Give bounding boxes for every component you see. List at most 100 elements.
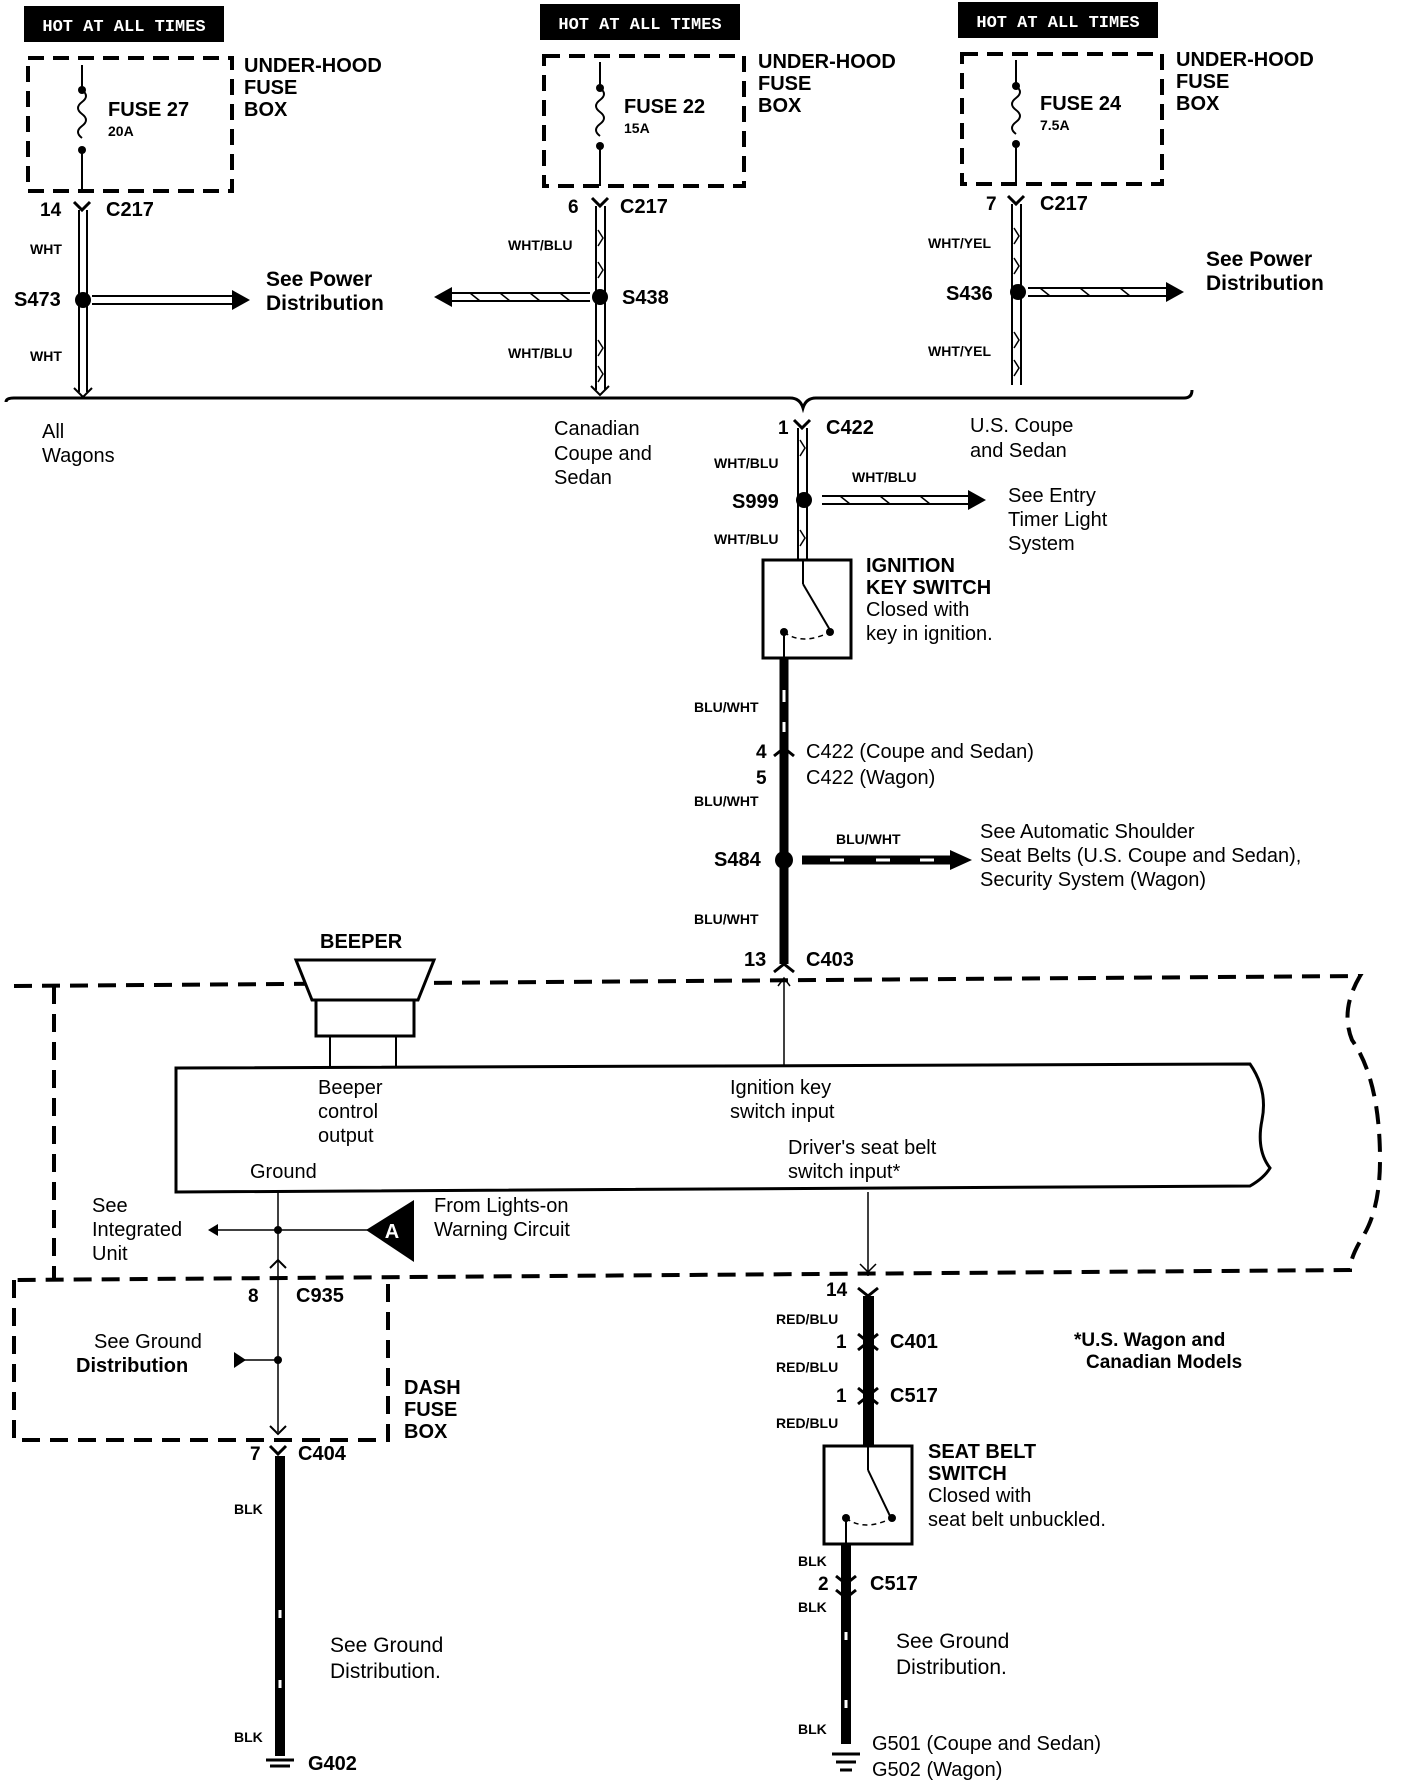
wire-e: BLU/WHT <box>694 911 759 927</box>
dash-box-b: FUSE <box>404 1399 457 1421</box>
sb-blk-c: BLK <box>798 1721 827 1737</box>
ignition-title-a: IGNITION <box>866 555 955 577</box>
c422-label: C422 <box>826 417 874 439</box>
box-label-2a: UNDER-HOOD <box>758 51 896 73</box>
hot-label-3: HOT AT ALL TIMES <box>976 14 1139 33</box>
fuse-box-outline-1 <box>26 56 234 193</box>
c401-pin: 1 <box>836 1332 847 1353</box>
s484-wire: BLU/WHT <box>836 831 901 847</box>
beeper-label: BEEPER <box>320 931 403 953</box>
splice-s473: S473 <box>14 289 61 311</box>
pin-2: 6 <box>568 197 579 218</box>
from-lights-a: From Lights-on <box>434 1195 569 1217</box>
c422b-text-2: C422 (Wagon) <box>806 767 935 789</box>
fuse-box-outline-3 <box>960 52 1164 186</box>
c404-label: C404 <box>298 1443 347 1465</box>
variant-1a: All <box>42 421 64 443</box>
s999-wire: WHT/BLU <box>852 469 917 485</box>
wire-d: BLU/WHT <box>694 793 759 809</box>
ground-label: Ground <box>250 1161 317 1183</box>
c935-label: C935 <box>296 1285 344 1307</box>
see-power-3a: See Power <box>1206 248 1312 271</box>
variant-2c: Sedan <box>554 467 612 489</box>
s999-see-a: See Entry <box>1008 485 1096 507</box>
c517-pin: 1 <box>836 1386 847 1407</box>
box-label-1b: FUSE <box>244 77 297 99</box>
note-a: *U.S. Wagon and <box>1074 1330 1225 1351</box>
box-label-2c: BOX <box>758 95 802 117</box>
wire-3-upper: WHT/YEL <box>928 235 991 251</box>
connector-c217-1 <box>72 200 92 213</box>
box-label-3b: FUSE <box>1176 71 1229 93</box>
seatbelt-circuit: 14 RED/BLU 1 C401 RED/BLU 1 C517 RED/BLU… <box>776 1192 1242 1781</box>
control-unit: BEEPER Beeper control output Ground Igni… <box>12 931 1383 1775</box>
hot-at-all-times-badge-1 <box>24 6 224 42</box>
splice-s438: S438 <box>622 287 669 309</box>
sb-wire-1: RED/BLU <box>776 1311 838 1327</box>
s484-see-c: Security System (Wagon) <box>980 869 1206 891</box>
hot-at-all-times-badge-2 <box>540 4 740 40</box>
see-integrated-a: See <box>92 1195 128 1217</box>
sb-ground-dist-b: Distribution. <box>896 1656 1007 1679</box>
c422b-pin-2: 5 <box>756 768 767 789</box>
beeper-body <box>314 998 416 1038</box>
dash-fuse-box-outline <box>12 1280 390 1442</box>
c403-pin: 13 <box>744 949 766 971</box>
sb-switch-desc-a: Closed with <box>928 1485 1031 1507</box>
ignition-desc-a: Closed with <box>866 599 969 621</box>
fuse-22-group: HOT AT ALL TIMES UNDER-HOOD FUSE BOX FUS… <box>434 4 896 489</box>
from-lights-b: Warning Circuit <box>434 1219 570 1241</box>
s999-see-b: Timer Light <box>1008 509 1108 531</box>
wire-3-lower: WHT/YEL <box>928 343 991 359</box>
ground-dist-b: Distribution. <box>330 1660 441 1683</box>
see-power-1b: Distribution <box>266 292 384 315</box>
s484-see-a: See Automatic Shoulder <box>980 821 1195 843</box>
arrow-left-2 <box>434 287 452 307</box>
main-circuit: 1 C422 WHT/BLU S999 WHT/BLU See Entry Ti… <box>694 417 1301 1068</box>
fuse-rating-2: 15A <box>624 120 650 136</box>
see-power-3b: Distribution <box>1206 272 1324 295</box>
see-ground-b: Distribution <box>76 1355 188 1377</box>
box-label-3c: BOX <box>1176 93 1220 115</box>
unit-body <box>174 1062 1272 1194</box>
c422-pin: 1 <box>778 418 789 439</box>
note-b: Canadian Models <box>1086 1352 1242 1373</box>
g402-label: G402 <box>308 1753 357 1775</box>
sb-blk-a: BLK <box>798 1553 827 1569</box>
hot-at-all-times-badge-3 <box>958 2 1158 38</box>
g502-text: G502 (Wagon) <box>872 1759 1002 1781</box>
marker-a: A <box>385 1221 399 1243</box>
see-power-1a: See Power <box>266 268 372 291</box>
beeper-out-b: control <box>318 1101 378 1123</box>
c517b-pin: 2 <box>818 1574 829 1595</box>
splice-s484: S484 <box>714 849 762 871</box>
see-integrated-c: Unit <box>92 1243 128 1265</box>
box-label-3a: UNDER-HOOD <box>1176 49 1314 71</box>
ignition-switch-box <box>761 558 853 660</box>
wire-2-lower: WHT/BLU <box>508 345 573 361</box>
box-label-1a: UNDER-HOOD <box>244 55 382 77</box>
wire-c: BLU/WHT <box>694 699 759 715</box>
unit-outline-outer <box>13 973 1383 1282</box>
ground-dist-a: See Ground <box>330 1634 443 1657</box>
fuse-rating-1: 20A <box>108 123 134 139</box>
dash-box-a: DASH <box>404 1377 461 1399</box>
beeper-horn <box>293 958 437 1002</box>
c517b-label: C517 <box>870 1573 918 1595</box>
seatbelt-switch-box <box>822 1444 914 1546</box>
wire-2-upper: WHT/BLU <box>508 237 573 253</box>
dash-box-c: BOX <box>404 1421 448 1443</box>
sb-wire-2: RED/BLU <box>776 1359 838 1375</box>
ignition-desc-b: key in ignition. <box>866 623 993 645</box>
box-label-2b: FUSE <box>758 73 811 95</box>
blk-2: BLK <box>234 1729 263 1745</box>
c935-pin: 8 <box>248 1286 259 1307</box>
sb-wire-3: RED/BLU <box>776 1415 838 1431</box>
variant-3b: and Sedan <box>970 440 1067 462</box>
ignition-title-b: KEY SWITCH <box>866 577 991 599</box>
c401-label: C401 <box>890 1331 938 1353</box>
fuse-symbol-1 <box>77 89 87 139</box>
variant-2a: Canadian <box>554 418 640 440</box>
fuse-rating-3: 7.5A <box>1040 117 1070 133</box>
